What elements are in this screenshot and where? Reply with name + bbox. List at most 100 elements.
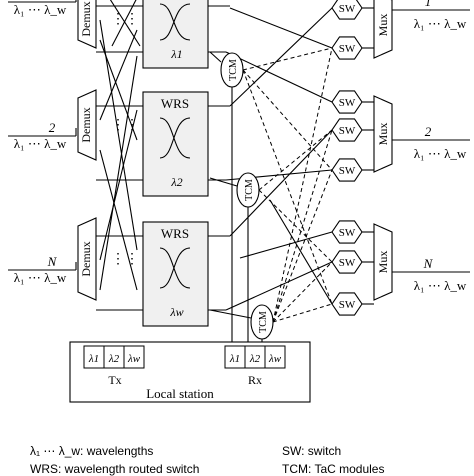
input-wavelengths-1: λ₁ ⋯ λ_w <box>14 2 67 17</box>
fiber-to-sw-5 <box>225 261 333 311</box>
mux-block-1 <box>373 0 393 59</box>
control-line <box>258 129 333 191</box>
control-line <box>272 169 333 323</box>
cross-fiber-1 <box>99 39 138 141</box>
wrs-cross <box>159 117 191 159</box>
demux-label-1: Demux <box>79 1 93 36</box>
tcm-in <box>209 51 222 63</box>
mux-label-2: Mux <box>376 123 390 146</box>
demux-dots-b-2: ⋮ <box>125 118 139 133</box>
tcm-label-3: TCM <box>258 311 269 333</box>
switch-4 <box>331 118 363 142</box>
control-line <box>272 47 333 323</box>
mux-label-1: Mux <box>376 14 390 37</box>
rx-cell-label-3: λw <box>268 353 282 365</box>
switch-label-4: SW <box>339 125 356 137</box>
tx-cell-label-3: λw <box>127 353 141 365</box>
output-index-2: 2 <box>425 124 432 139</box>
demux-dots-2: ⋮ <box>111 118 125 133</box>
switch-label-7: SW <box>339 257 356 269</box>
output-wavelengths-3: λ₁ ⋯ λ_w <box>414 278 467 293</box>
switch-1 <box>331 0 363 20</box>
control-line <box>242 47 333 71</box>
mux-label-3: Mux <box>376 251 390 274</box>
tcm-in <box>209 177 238 187</box>
fiber-to-sw-1 <box>225 51 333 103</box>
demux-label-3: Demux <box>79 241 93 276</box>
blocks <box>69 0 393 403</box>
switch-label-8: SW <box>339 299 356 311</box>
demux-dots-1: ⋮ <box>111 12 125 27</box>
control-line <box>272 261 333 323</box>
legend-switch: SW: switch <box>282 444 342 458</box>
cross-fiber-0 <box>99 19 138 251</box>
wrs-lambda-3: λw <box>169 305 183 319</box>
control-connections <box>242 47 333 323</box>
cross-fiber-top-0 <box>109 0 141 47</box>
fiber-to-sw-4 <box>229 129 333 237</box>
control-line <box>258 189 333 263</box>
fiber-to-sw-7 <box>269 199 333 305</box>
switch-7 <box>331 250 363 274</box>
demux-dots-3: ⋮ <box>111 252 125 267</box>
tcm-label-1: TCM <box>228 59 239 81</box>
input-index-2: 2 <box>49 120 56 135</box>
fiber-to-sw-6 <box>239 231 333 259</box>
wrs-label-3: WRS <box>161 226 189 241</box>
output-wavelengths-1: λ₁ ⋯ λ_w <box>414 16 467 31</box>
mux-block-2 <box>373 95 393 173</box>
control-line <box>272 129 333 323</box>
rx-cell-label-1: λ1 <box>229 353 240 365</box>
output-index-1: 1 <box>425 0 432 9</box>
cross-fiber-3 <box>99 149 138 291</box>
switch-3 <box>331 90 363 114</box>
input-wavelengths-3: λ₁ ⋯ λ_w <box>14 270 67 285</box>
control-line <box>242 69 333 171</box>
demux-dots-b-3: ⋮ <box>125 252 139 267</box>
fiber-to-sw-2 <box>229 7 333 107</box>
mux-block-3 <box>373 223 393 301</box>
legend-wrs: WRS: wavelength routed switch <box>30 462 200 476</box>
cross-fiber-5 <box>99 55 138 291</box>
cross-fiber-top-1 <box>111 0 137 47</box>
control-line <box>272 303 333 323</box>
switch-5 <box>331 158 363 182</box>
switch-2 <box>331 36 363 60</box>
input-wavelengths-2: λ₁ ⋯ λ_w <box>14 136 67 151</box>
fiber-to-sw-0 <box>229 7 333 49</box>
tx-cell-label-2: λ2 <box>108 353 120 365</box>
rx-cell-3 <box>264 345 286 369</box>
switch-8 <box>331 292 363 316</box>
wrs-lambda-2: λ2 <box>170 175 182 189</box>
output-wavelengths-2: λ₁ ⋯ λ_w <box>414 146 467 161</box>
switch-label-3: SW <box>339 97 356 109</box>
fiber-connections <box>8 0 470 352</box>
tcm-module-1 <box>220 52 244 88</box>
demux-dots-b-1: ⋮ <box>125 12 139 27</box>
demux-block-1 <box>77 0 97 49</box>
wrs-lambda-1: λ1 <box>170 47 182 61</box>
input-index-3: N <box>47 254 58 269</box>
wrs-label-2: WRS <box>161 96 189 111</box>
switch-label-6: SW <box>339 227 356 239</box>
wrs-block-1 <box>142 0 209 69</box>
cross-fiber-2 <box>99 29 138 121</box>
rx-label: Rx <box>248 373 262 387</box>
rx-cell-label-2: λ2 <box>249 353 261 365</box>
demux-label-2: Demux <box>79 107 93 142</box>
tcm-in <box>209 309 252 319</box>
wrs-cross <box>159 247 191 289</box>
switch-6 <box>331 220 363 244</box>
tx-cell-3 <box>123 345 145 369</box>
legend-wavelengths: λ₁ ⋯ λ_w: wavelengths <box>30 444 154 458</box>
switch-label-2: SW <box>339 43 356 55</box>
legend: λ₁ ⋯ λ_w: wavelengths SW: switch WRS: wa… <box>0 438 474 476</box>
demux-block-3 <box>77 217 97 301</box>
tcm-module-3 <box>250 304 274 340</box>
cross-fiber-4 <box>99 109 138 261</box>
local-station-title: Local station <box>146 386 214 401</box>
tx-label: Tx <box>108 373 121 387</box>
switch-label-5: SW <box>339 165 356 177</box>
